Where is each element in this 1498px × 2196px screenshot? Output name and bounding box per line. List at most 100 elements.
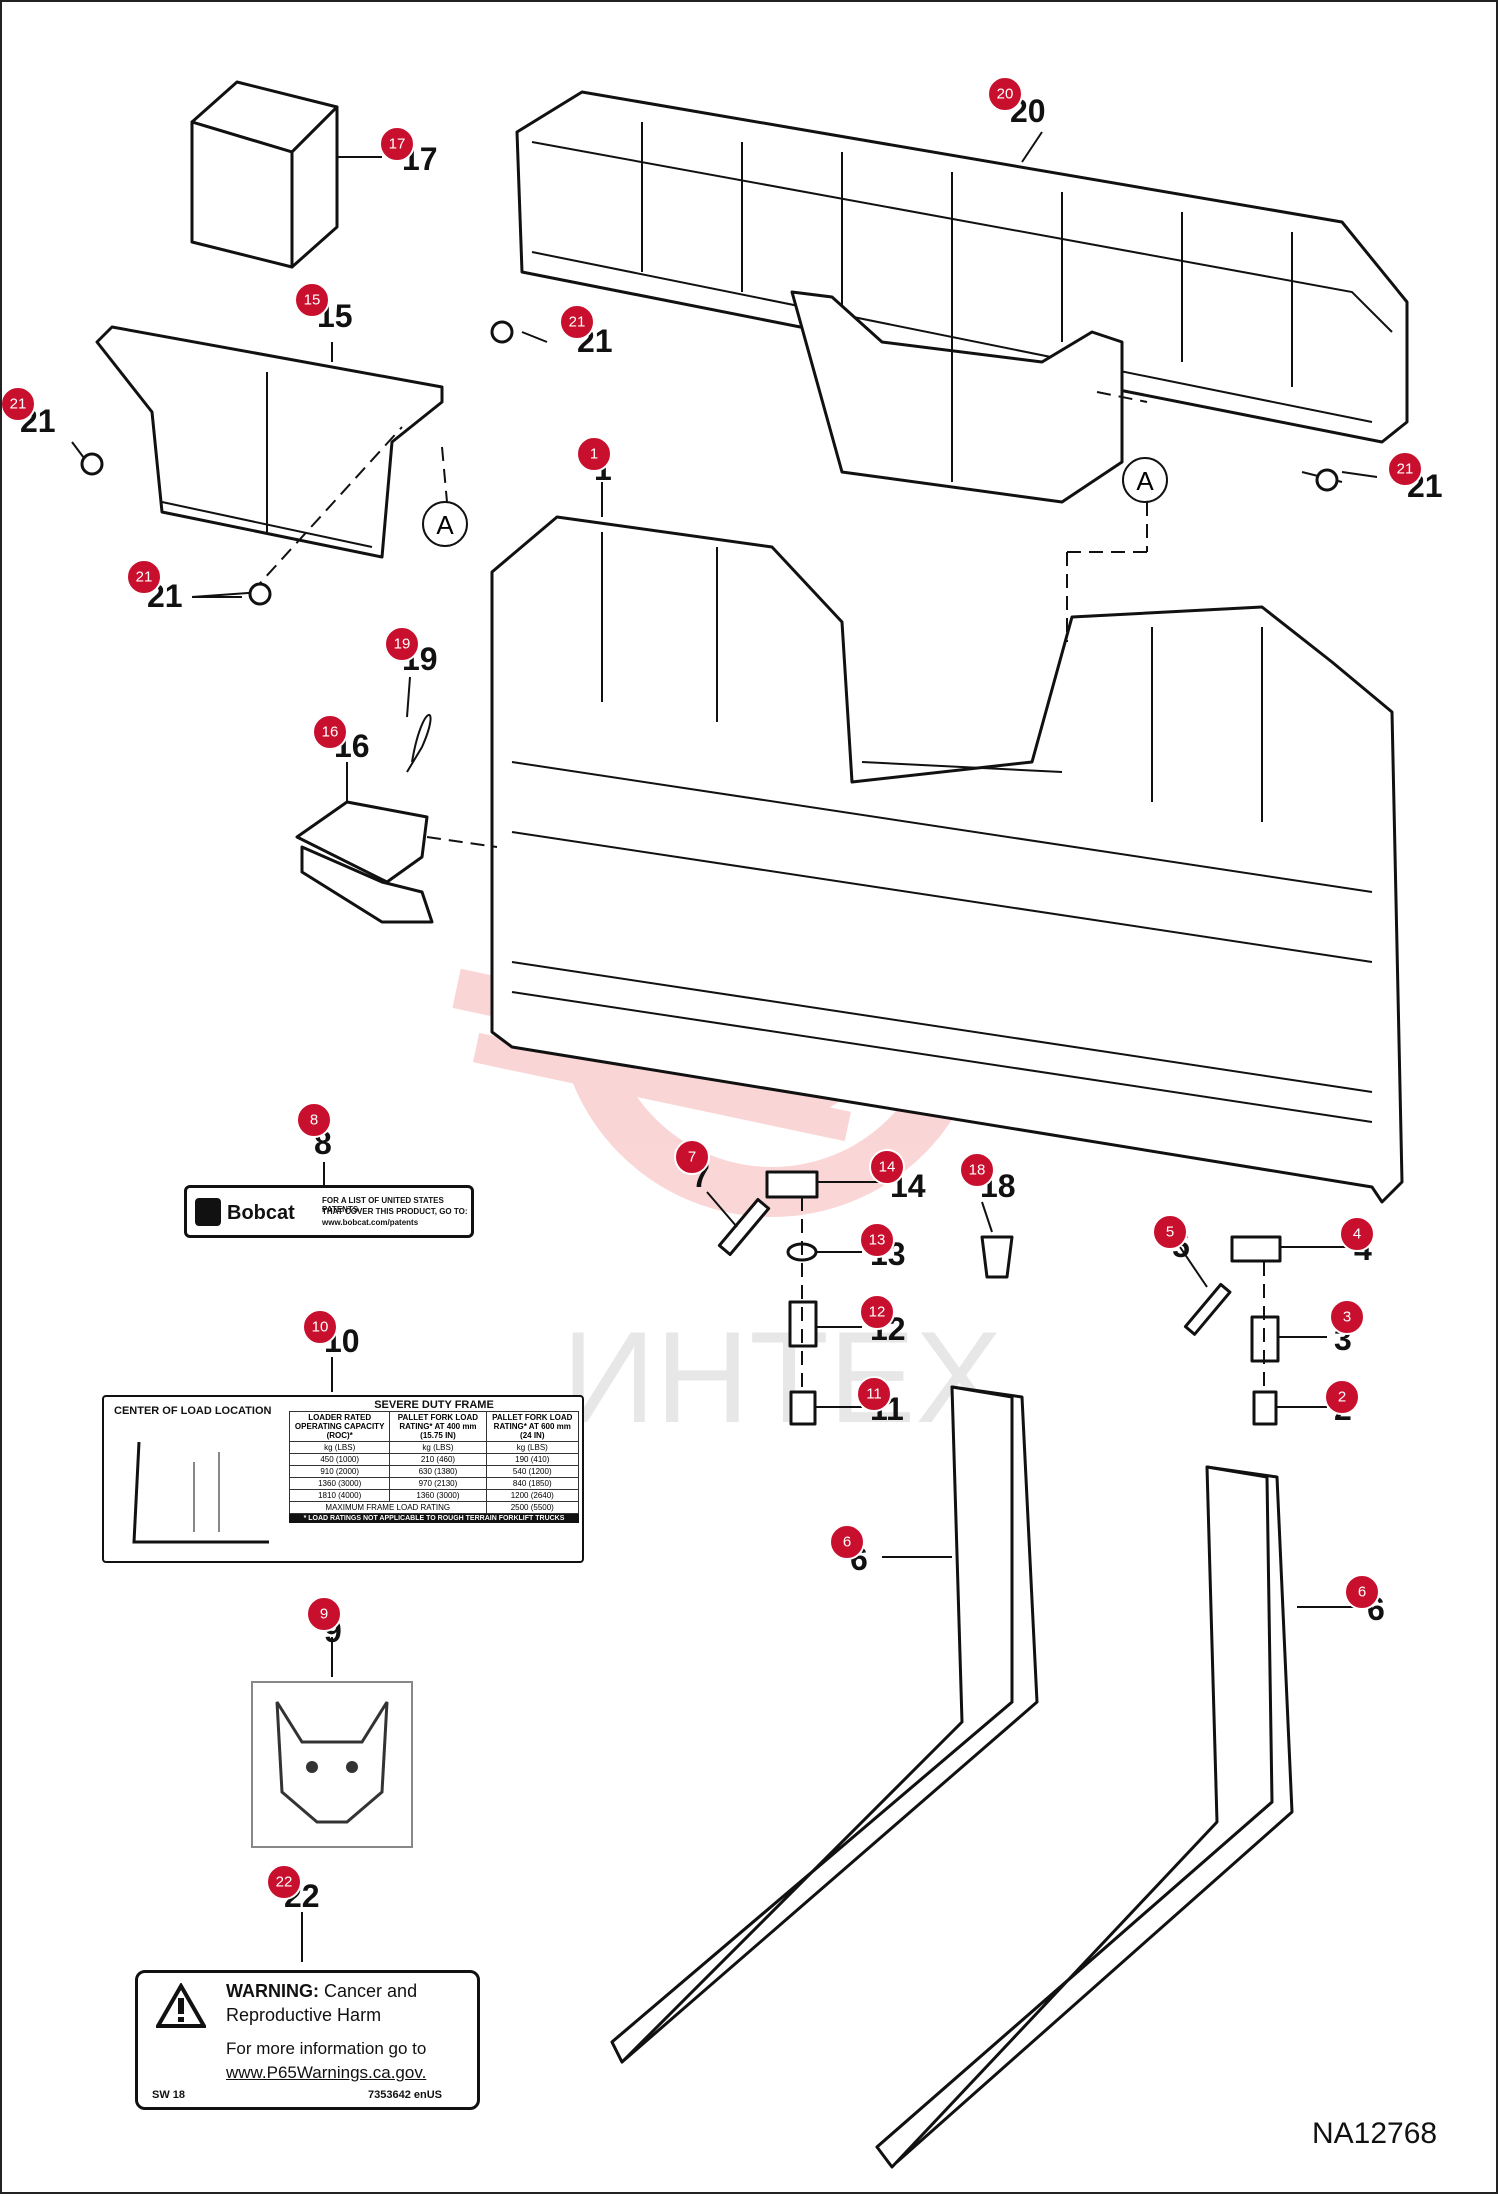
patent-line-3: www.bobcat.com/patents [322,1218,419,1227]
part-9-logo-decal [251,1681,413,1848]
part-22-warning-decal: WARNING: Cancer and Reproductive Harm Fo… [135,1970,480,2110]
load-max-label: MAXIMUM FRAME LOAD RATING [289,1501,487,1514]
load-max-value: 2500 (5500) [485,1501,580,1514]
part-7-pin [717,1198,771,1256]
load-left-title: CENTER OF LOAD LOCATION [114,1405,272,1417]
part-6-fork-right [875,1465,1294,2169]
svg-text:10: 10 [312,1319,329,1336]
part-21-fastener-b [80,452,104,476]
load-cell: 970 (2130) [389,1477,487,1490]
load-cell: 1360 (3000) [389,1489,487,1502]
load-footnote: * LOAD RATINGS NOT APPLICABLE TO ROUGH T… [289,1514,579,1523]
svg-text:21: 21 [10,396,27,413]
svg-text:12: 12 [869,1304,886,1321]
badge-14: 14 [869,1149,905,1185]
svg-text:22: 22 [276,1874,293,1891]
table-row: 910 (2000)630 (1380)540 (1200) [288,1465,580,1478]
svg-text:11: 11 [866,1386,882,1403]
callout-a-right-text: A [1136,466,1154,496]
badge-19: 19 [384,626,420,662]
badge-21-c: 21 [126,559,162,595]
badge-8: 8 [296,1102,332,1138]
part-21-fastener-d [1315,468,1339,492]
load-diagram-icon [132,1441,269,1544]
svg-text:21: 21 [136,569,153,586]
table-row: 450 (1000)210 (460)190 (410) [288,1453,580,1466]
part-21-fastener-c [248,582,272,606]
svg-text:18: 18 [969,1162,986,1179]
badge-16: 16 [312,714,348,750]
load-col3: PALLET FORK LOAD RATING* AT 600 mm (24 I… [485,1411,580,1442]
load-units: kg (LBS) [485,1441,580,1454]
svg-text:9: 9 [320,1606,328,1623]
load-cell: 910 (2000) [288,1465,391,1478]
bobcat-head-icon [275,1701,389,1824]
part-18-plug [980,1235,1014,1279]
badge-5: 5 [1152,1214,1188,1250]
warning-link[interactable]: www.P65Warnings.ca.gov. [226,2063,427,2082]
warning-foot-left: SW 18 [152,2089,186,2101]
svg-text:21: 21 [1397,461,1414,478]
svg-text:19: 19 [394,636,411,653]
part-4-handle [1230,1235,1282,1263]
load-units: kg (LBS) [288,1441,391,1454]
part-1-carriage [490,515,1404,1204]
patent-line-2: THAT COVER THIS PRODUCT, GO TO: [322,1207,468,1216]
badge-13: 13 [859,1222,895,1258]
warning-line-3: For more information go to [226,2039,427,2058]
part-8-patent-decal: Bobcat FOR A LIST OF UNITED STATES PATEN… [184,1185,474,1238]
watermark-text: ИНТЕХ [562,1304,1002,1450]
load-col2: PALLET FORK LOAD RATING* AT 400 mm (15.7… [389,1411,487,1442]
callout-a-left: A [422,501,468,547]
part-5-pin [1183,1282,1232,1336]
callout-a-left-text: A [436,510,454,540]
load-cell: 450 (1000) [288,1453,391,1466]
load-cell: 1360 (3000) [288,1477,391,1490]
callout-a-right: A [1122,457,1168,503]
badge-6-a: 6 [829,1524,865,1560]
load-table: LOADER RATED OPERATING CAPACITY (ROC)* P… [288,1411,580,1514]
warning-title-rest: Cancer and [324,1981,418,2001]
badge-11: 11 [856,1376,892,1412]
badge-21-d: 21 [1387,451,1423,487]
bobcat-logo-icon [195,1198,221,1226]
part-2-bushing [1252,1390,1278,1426]
patent-line-1: FOR A LIST OF UNITED STATES PATENTS [322,1196,444,1214]
badge-2: 2 [1324,1379,1360,1415]
warning-title: WARNING: Cancer and [226,1981,417,2002]
badge-17: 17 [379,126,415,162]
svg-text:14: 14 [879,1159,896,1176]
badge-18: 18 [959,1152,995,1188]
svg-text:5: 5 [1166,1224,1174,1241]
part-10-load-decal: CENTER OF LOAD LOCATION SEVERE DUTY FRAM… [102,1395,584,1563]
warning-line-2: Reproductive Harm [226,2005,382,2025]
badge-9: 9 [306,1596,342,1632]
badge-20: 20 [987,76,1023,112]
svg-text:1: 1 [590,446,598,463]
badge-4: 4 [1339,1216,1375,1252]
load-cell: 1810 (4000) [288,1489,391,1502]
svg-text:8: 8 [310,1112,318,1129]
warning-triangle-icon [156,1983,206,2028]
badge-21-a: 21 [559,304,595,340]
badge-1: 1 [576,436,612,472]
load-cell: 630 (1380) [389,1465,487,1478]
part-14-handle [765,1170,819,1199]
bobcat-brand: Bobcat [227,1202,295,1224]
svg-text:20: 20 [997,86,1014,103]
badge-12: 12 [859,1294,895,1330]
badge-21-b: 21 [2,386,36,422]
badge-6-b: 6 [1344,1574,1380,1610]
svg-text:6: 6 [1358,1584,1366,1601]
badge-7: 7 [674,1139,710,1175]
part-21-fastener-a [490,320,514,344]
svg-text:4: 4 [1353,1226,1361,1243]
svg-text:7: 7 [688,1149,696,1166]
part-11-bushing [789,1390,817,1426]
table-row: 1360 (3000)970 (2130)840 (1850) [288,1477,580,1490]
part-16-bracket [295,800,434,924]
part-15-guard [95,325,444,559]
part-20-top-frame [515,90,1409,504]
svg-text:15: 15 [304,292,321,309]
